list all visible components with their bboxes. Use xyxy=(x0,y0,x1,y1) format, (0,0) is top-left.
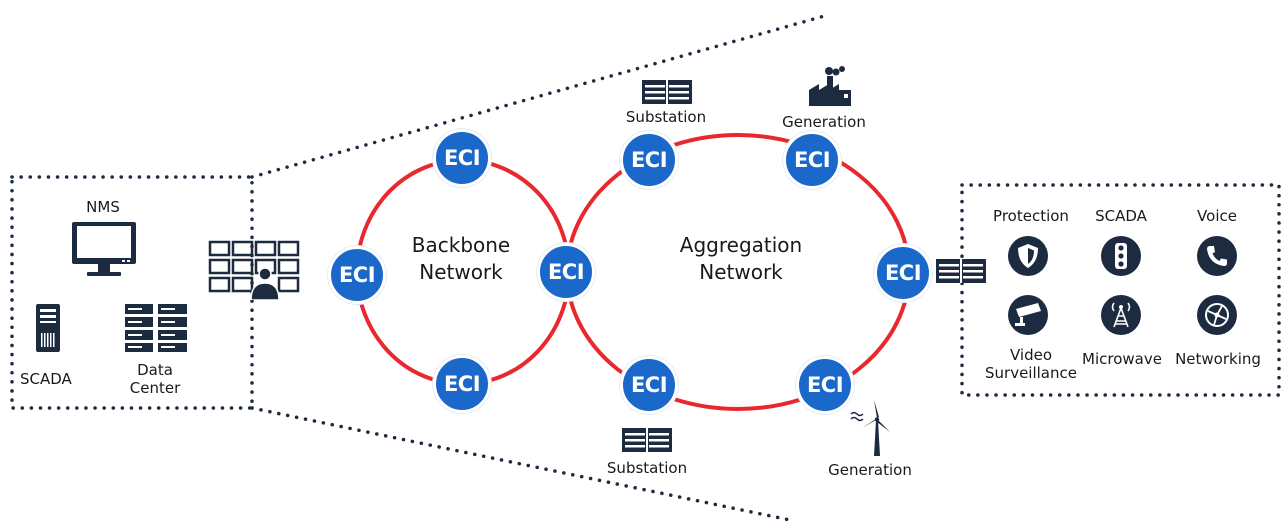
substation-connector-icon xyxy=(936,259,986,283)
factory-generation-icon xyxy=(809,66,851,106)
scada-service-label: SCADA xyxy=(1095,207,1147,225)
globe-network-icon xyxy=(1197,295,1237,335)
backbone-network-label: Backbone Network xyxy=(412,232,510,286)
zoom-line-top xyxy=(250,13,830,179)
zoom-line-bottom xyxy=(250,406,792,522)
data-center-line2: Center xyxy=(129,379,181,397)
eci-node-backbone-bottom[interactable]: ECI xyxy=(433,355,491,413)
generation-bottom-label: Generation xyxy=(828,461,912,479)
eci-node-backbone-top[interactable]: ECI xyxy=(433,129,491,187)
traffic-light-icon xyxy=(1101,236,1141,276)
eci-node-backbone-left[interactable]: ECI xyxy=(328,246,386,304)
eci-node-junction[interactable]: ECI xyxy=(537,243,595,301)
data-center-label: Data Center xyxy=(130,361,181,397)
eci-node-aggregation-bottom-right[interactable]: ECI xyxy=(796,356,854,414)
voice-label: Voice xyxy=(1197,207,1237,225)
shield-icon xyxy=(1008,236,1048,276)
camera-icon xyxy=(1008,295,1048,335)
data-center-line1: Data xyxy=(137,361,173,379)
scada-label: SCADA xyxy=(20,370,72,388)
video-surveillance-label: Video Surveillance xyxy=(985,346,1077,382)
backbone-line1: Backbone xyxy=(411,233,511,257)
microwave-tower-icon xyxy=(1101,295,1141,335)
aggregation-line1: Aggregation xyxy=(679,233,803,257)
server-rack-icon xyxy=(125,304,187,352)
video-line1: Video xyxy=(1009,346,1053,364)
generation-top-label: Generation xyxy=(782,113,866,131)
substation-bottom-icon xyxy=(622,428,672,452)
microwave-label: Microwave xyxy=(1082,350,1162,368)
monitor-icon xyxy=(72,222,136,276)
eci-node-aggregation-top-right[interactable]: ECI xyxy=(783,131,841,189)
video-line2: Surveillance xyxy=(985,364,1077,382)
server-tower-icon xyxy=(36,304,60,352)
substation-top-label: Substation xyxy=(625,108,707,126)
backbone-line2: Network xyxy=(419,260,503,284)
networking-label: Networking xyxy=(1175,350,1261,368)
aggregation-line2: Network xyxy=(699,260,783,284)
eci-node-aggregation-right[interactable]: ECI xyxy=(874,244,932,302)
protection-label: Protection xyxy=(993,207,1069,225)
substation-top-icon xyxy=(642,80,692,104)
video-wall-operator-icon xyxy=(208,240,300,300)
phone-icon xyxy=(1197,236,1237,276)
aggregation-network-label: Aggregation Network xyxy=(680,232,802,286)
substation-bottom-label: Substation xyxy=(606,459,688,477)
wind-turbine-icon xyxy=(850,400,890,456)
eci-node-aggregation-bottom-left[interactable]: ECI xyxy=(620,356,678,414)
nms-label: NMS xyxy=(86,198,120,216)
eci-node-aggregation-top-left[interactable]: ECI xyxy=(620,131,678,189)
